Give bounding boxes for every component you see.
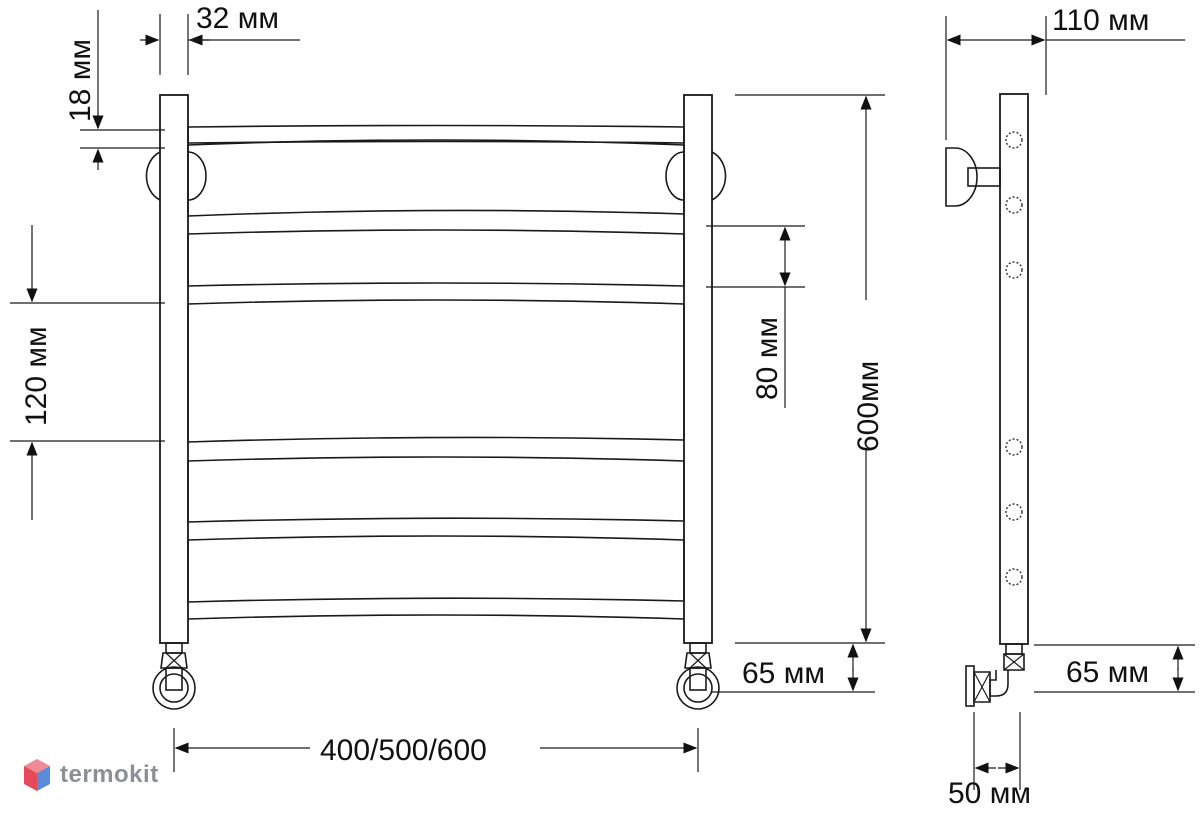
fitting-offset-label: 50 мм [948, 777, 1031, 810]
width-options-label: 400/500/600 [320, 734, 487, 767]
rung-4 [187, 299, 685, 443]
rung-1 [187, 124, 685, 144]
rung-height-label: 80 мм [751, 317, 784, 400]
total-height-label: 600мм [852, 361, 885, 452]
rung-7 [187, 614, 685, 620]
cube-icon [24, 759, 50, 791]
side-bottom-fitting [965, 643, 1025, 707]
left-bottom-valve [152, 642, 196, 710]
rung-spacing-label: 120 мм [20, 326, 53, 426]
side-view: 110 мм 65 мм 50 мм [945, 4, 1195, 810]
side-wall-bracket [945, 147, 1001, 207]
right-wall-bracket [711, 151, 727, 201]
brand-logo: termokit [22, 755, 159, 795]
rung-5 [187, 456, 685, 523]
bottom-connection-front-label: 65 мм [742, 657, 825, 690]
pipe-width-label: 32 мм [196, 2, 279, 35]
side-vertical-pipe [999, 93, 1029, 645]
rung-6 [187, 535, 685, 603]
left-wall-bracket [145, 151, 161, 201]
right-bottom-valve [676, 642, 720, 710]
pipe-offset-label: 18 мм [64, 39, 97, 122]
right-vertical-pipe [683, 94, 713, 644]
rung-2 [187, 139, 685, 217]
rung-ends [1005, 131, 1023, 586]
left-vertical-pipe [159, 94, 189, 644]
rung-3 [187, 229, 685, 287]
bottom-connection-side-label: 65 мм [1066, 656, 1149, 689]
brand-name: termokit [60, 761, 159, 788]
wall-distance-label: 110 мм [1052, 4, 1149, 37]
front-view: 32 мм 18 мм 120 мм 80 мм 600мм 65 мм [10, 2, 885, 772]
rungs [187, 124, 685, 620]
